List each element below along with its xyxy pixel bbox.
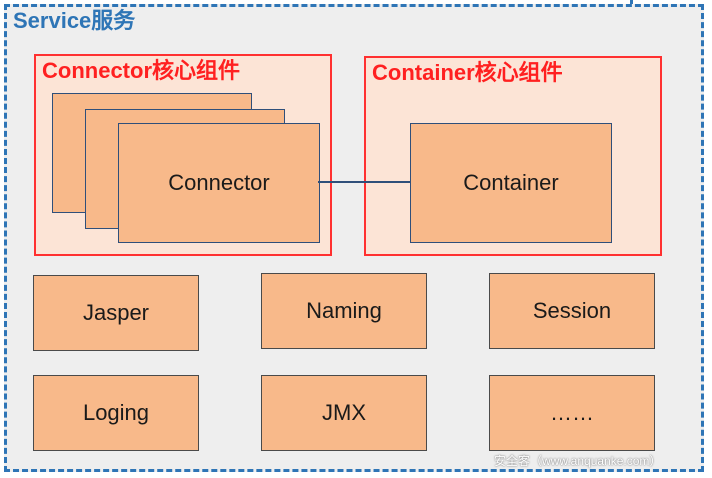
- connector-group-title: Connector核心组件: [42, 58, 241, 83]
- component-label: ……: [550, 400, 594, 425]
- component-label: JMX: [322, 400, 366, 425]
- component-naming: Naming: [261, 273, 427, 349]
- component-session: Session: [489, 273, 655, 349]
- watermark: 安全客（www.anquanke.com）: [494, 454, 662, 468]
- component-jasper: Jasper: [33, 275, 199, 351]
- component-label: Naming: [306, 298, 382, 323]
- container-group-title: Container核心组件: [372, 60, 563, 85]
- component-jmx: JMX: [261, 375, 427, 451]
- component-label: Session: [532, 298, 612, 323]
- connector-label: Connector: [168, 170, 270, 195]
- connector-container-link: [318, 181, 411, 183]
- connector-box: Connector: [118, 123, 320, 243]
- service-frame-extension-line: [630, 0, 633, 6]
- container-box: Container: [410, 123, 612, 243]
- container-label: Container: [463, 170, 559, 195]
- component-loging: Loging: [33, 375, 199, 451]
- component-label: Loging: [82, 400, 150, 425]
- component-more: ……: [489, 375, 655, 451]
- service-title: Service服务: [13, 8, 136, 33]
- component-label: Jasper: [82, 300, 150, 325]
